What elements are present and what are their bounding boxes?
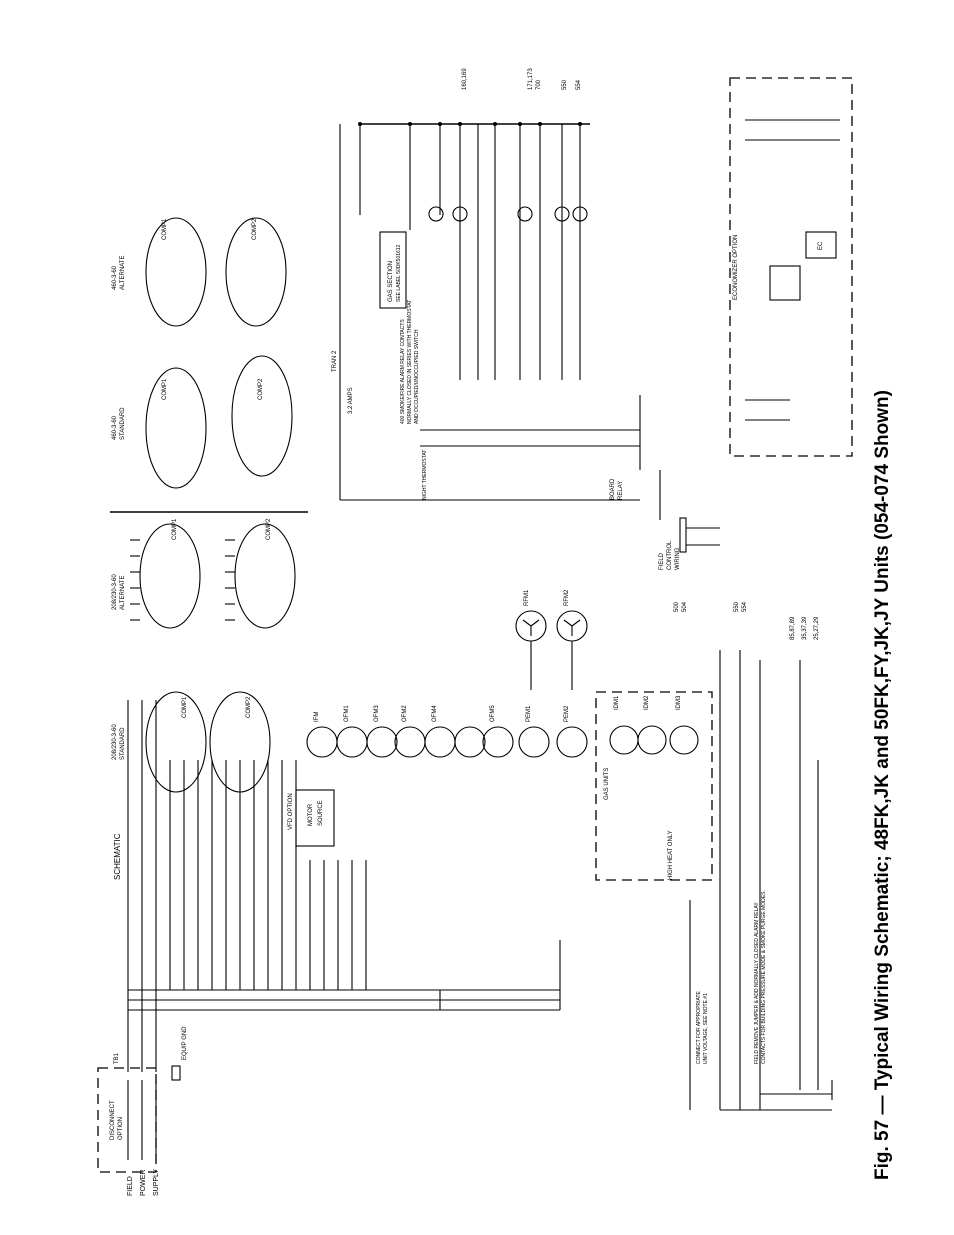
ref-85: 85,87,89 — [790, 616, 796, 640]
jumper-note-2: CONTACTS FOR BUILDING PRESSURE MODE & SM… — [761, 890, 767, 1064]
tb1-label: TB1 — [114, 1052, 120, 1064]
top-control-row: 160,169 171,173 700 550 554 — [339, 68, 590, 500]
ref-500: 500 — [674, 601, 680, 612]
field-power-1: FIELD — [127, 1176, 134, 1196]
alt208-label-2: ALTERNATE — [120, 576, 126, 610]
std208-label-2: STANDARD — [120, 727, 126, 760]
gas-section-label-2: SEE LABEL 50DK501612 — [396, 244, 402, 302]
economizer-option-box: ECONOMIZER OPTION EC — [729, 77, 853, 457]
vfd-option-label: VFD OPTION — [288, 793, 294, 830]
comp2-alt208: COMP2 — [266, 518, 272, 540]
figure-caption: Fig. 57 — Typical Wiring Schematic; 48FK… — [872, 390, 893, 1180]
comp2-std460: COMP2 — [258, 378, 264, 400]
source-label: SOURCE — [318, 800, 324, 826]
ref-25: 25,27,29 — [814, 616, 820, 640]
idm1-label: IDM1 — [614, 695, 620, 710]
alt460-label-1: 460-3-60 — [112, 265, 118, 290]
ref-550: 550 — [734, 601, 740, 612]
ofm4-label: OFM4 — [432, 705, 438, 722]
motor-label: MOTOR — [308, 803, 314, 826]
pem1-label: PEM1 — [526, 705, 532, 722]
board-relay-label: BOARD — [610, 478, 616, 500]
field-power-2: POWER — [140, 1170, 147, 1196]
ofm5-label: OFM5 — [490, 705, 496, 722]
field-power-3: SUPPLY — [153, 1169, 160, 1196]
smoke-note-1: 400 SMOKE/FIRE ALARM RELAY CONTACTS — [400, 319, 406, 424]
jumper-note-1: FIELD REMOVE JUMPER & ADD NORMALLY CLOSE… — [754, 902, 760, 1064]
high-heat-label: HIGH HEAT ONLY — [668, 830, 674, 880]
top-ref-2: 171,173 — [528, 68, 534, 90]
std460-label-1: 460-3-60 — [112, 415, 118, 440]
rfm1-label: RFM1 — [524, 589, 530, 606]
top-ref-4: 550 — [562, 79, 568, 90]
field-control-3: WIRING — [675, 547, 681, 570]
connect-note-2: UNIT VOLTAGE, SEE NOTE #1 — [703, 993, 709, 1064]
compressor-groups: COMP1 COMP2 208/230-3-60 ALTERNATE COMP1… — [110, 217, 308, 629]
schematic-heading: SCHEMATIC — [113, 833, 122, 880]
alt460-label-2: ALTERNATE — [120, 256, 126, 290]
board-relay-label-2: RELAY — [618, 481, 624, 500]
ref-554: 554 — [742, 601, 748, 612]
disconnect-label-1: DISCONNECT — [110, 1100, 116, 1140]
trans2-label: TRAN 2 — [332, 350, 338, 372]
fan-motors: IFM OFM1 OFM3 OFM2 OFM4 OFM5 PEM1 PEM2 — [306, 705, 588, 758]
connect-note-1: CONNECT FOR APPROPRIATE — [696, 990, 702, 1064]
alt208-label-1: 208/230-3-60 — [112, 574, 118, 610]
disconnect-label-2: OPTION — [118, 1117, 124, 1140]
field-control-wiring: FIELD CONTROL WIRING — [659, 517, 720, 570]
rfm-motors: RFM1 RFM2 — [515, 589, 588, 690]
control-contactor-rows: BOARD RELAY — [340, 395, 661, 520]
field-control-1: FIELD — [659, 552, 665, 570]
idm2-label: IDM2 — [644, 695, 650, 710]
comp2-alt460: COMP2 — [252, 218, 258, 240]
comp1-alt208: COMP1 — [172, 518, 178, 540]
ifm-label: IFM — [314, 712, 320, 722]
std460-label-2: STANDARD — [120, 407, 126, 440]
svg-text:EC: EC — [818, 241, 824, 250]
idm3-label: IDM3 — [676, 695, 682, 710]
comp1-alt460: COMP1 — [162, 218, 168, 240]
std208-label-1: 208/230-3-60 — [112, 724, 118, 760]
ofm3-label: OFM3 — [374, 705, 380, 722]
ofm1-label: OFM1 — [344, 705, 350, 722]
ref-35: 35,37,39 — [802, 616, 808, 640]
gas-section-box: GAS SECTION SEE LABEL 50DK501612 400 SMO… — [332, 231, 428, 500]
ref-504: 504 — [682, 601, 688, 612]
top-ref-1: 160,169 — [462, 68, 468, 90]
smoke-note-3: AND OCCUPIED/UNOCCUPIED SWITCH — [414, 329, 420, 424]
amps-label: 3.2 AMPS — [348, 387, 354, 414]
rfm2-label: RFM2 — [564, 589, 570, 606]
field-control-2: CONTROL — [667, 540, 673, 570]
comp1-std460: COMP1 — [162, 378, 168, 400]
gas-section-label-1: GAS SECTION — [388, 261, 394, 302]
night-thermostat-label: NIGHT THERMOSTAT — [422, 450, 428, 500]
main-power-section: DISCONNECT OPTION FIELD POWER SUPPLY TB1… — [97, 650, 833, 1196]
comp2-std208: COMP2 — [246, 696, 252, 718]
top-ref-3: 700 — [536, 79, 542, 90]
top-ref-5: 554 — [576, 79, 582, 90]
comp1-std208: COMP1 — [182, 696, 188, 718]
equip-gnd-label: EQUIP GND — [182, 1026, 188, 1060]
pem2-label: PEM2 — [564, 705, 570, 722]
ofm2-label: OFM2 — [402, 705, 408, 722]
economizer-option-label: ECONOMIZER OPTION — [733, 235, 739, 300]
reference-numbers: 500 504 550 554 85,87,89 35,37,39 25,27,… — [674, 601, 820, 640]
gas-units-label: GAS UNITS — [604, 768, 610, 800]
smoke-note-2: NORMALLY CLOSED IN SERIES WITH THERMOSTA… — [407, 300, 413, 424]
